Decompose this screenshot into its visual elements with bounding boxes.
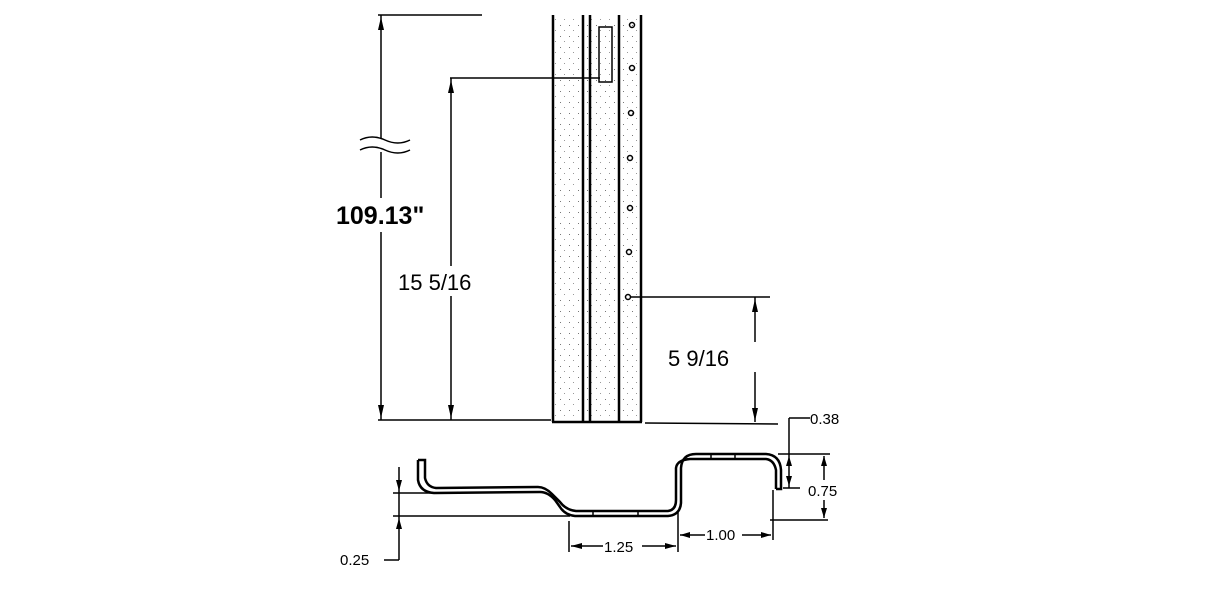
lip-height-dimension: 0.38 bbox=[783, 411, 839, 489]
hole-height-label: 5 9/16 bbox=[668, 346, 729, 371]
channel-width-dimension: 1.00 bbox=[680, 490, 774, 544]
hole-icons bbox=[624, 21, 636, 301]
overall-height-label: 109.13" bbox=[336, 202, 424, 230]
post-elevation bbox=[551, 15, 643, 424]
break-mark-icon bbox=[359, 136, 411, 154]
channel-depth-label: 0.75 bbox=[808, 483, 837, 500]
slot bbox=[598, 26, 613, 83]
rail-profile bbox=[416, 452, 783, 518]
offset-label: 0.25 bbox=[340, 552, 369, 569]
channel-width-label: 1.00 bbox=[706, 527, 735, 544]
overall-height-dimension: 109.13" bbox=[334, 14, 482, 420]
slot-height-dimension: 15 5/16 bbox=[396, 77, 600, 420]
lip-height-label: 0.38 bbox=[810, 411, 839, 428]
hole-height-dimension: 5 9/16 bbox=[631, 296, 779, 425]
slot-height-label: 15 5/16 bbox=[398, 270, 471, 295]
channel-depth-dimension: 0.75 bbox=[770, 453, 837, 521]
flat-width-label: 1.25 bbox=[604, 539, 633, 556]
flat-width-dimension: 1.25 bbox=[568, 511, 679, 556]
offset-dimension: 0.25 bbox=[340, 467, 570, 569]
